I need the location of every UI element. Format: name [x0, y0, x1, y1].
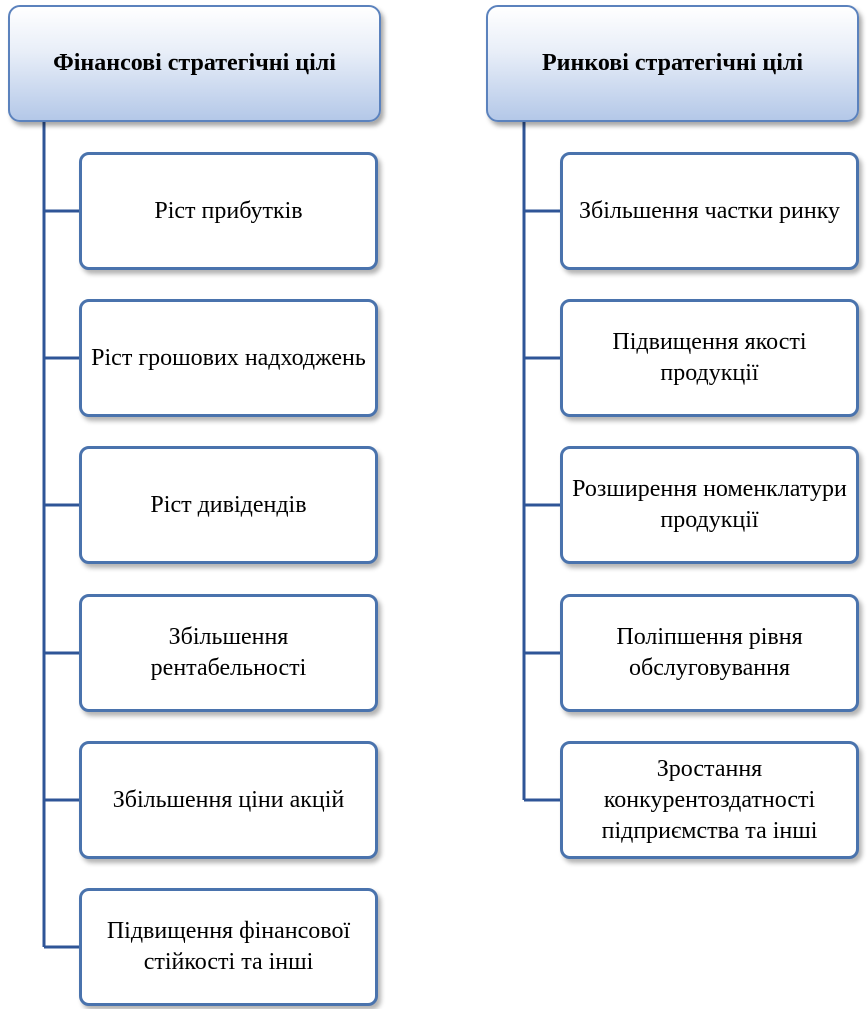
- market-goal-product-range: Розширення номенклатури продукції: [560, 446, 859, 564]
- financial-goals-header-text: Фінансові стратегічні цілі: [53, 50, 336, 76]
- financial-goal-label: Збільшення рентабельності: [150, 624, 307, 681]
- financial-goal-profitability-increase: Збільшення рентабельності: [79, 594, 378, 712]
- market-goal-service-level: Поліпшення рівня обслуговування: [560, 594, 859, 712]
- market-goal-product-quality: Підвищення якості продукції: [560, 299, 859, 417]
- market-goal-label: Розширення номенклатури продукції: [572, 476, 847, 533]
- financial-goal-label: Ріст прибутків: [154, 197, 303, 224]
- market-goals-header-text: Ринкові стратегічні цілі: [542, 50, 803, 76]
- financial-goal-label: Збільшення ціни акцій: [112, 786, 345, 813]
- market-goal-label: Поліпшення рівня обслуговування: [616, 624, 803, 681]
- financial-goal-label: Ріст дивідендів: [150, 491, 307, 518]
- market-goal-competitiveness: Зростання конкурентоздатності підприємст…: [560, 741, 859, 859]
- financial-goal-cash-flow-growth: Ріст грошових надходжень: [79, 299, 378, 417]
- financial-goal-dividend-growth: Ріст дивідендів: [79, 446, 378, 564]
- financial-goals-header: Фінансові стратегічні цілі: [8, 5, 381, 122]
- financial-goal-profit-growth: Ріст прибутків: [79, 152, 378, 270]
- financial-goal-financial-stability: Підвищення фінансової стійкості та інші: [79, 888, 378, 1006]
- financial-goal-label: Ріст грошових надходжень: [91, 344, 366, 371]
- market-goal-market-share: Збільшення частки ринку: [560, 152, 859, 270]
- market-goal-label: Зростання конкурентоздатності підприємст…: [601, 755, 818, 844]
- market-goal-label: Підвищення якості продукції: [612, 329, 807, 386]
- financial-goal-share-price-increase: Збільшення ціни акцій: [79, 741, 378, 859]
- market-goal-label: Збільшення частки ринку: [578, 197, 841, 224]
- market-goals-header: Ринкові стратегічні цілі: [486, 5, 859, 122]
- financial-goal-label: Підвищення фінансової стійкості та інші: [106, 918, 351, 975]
